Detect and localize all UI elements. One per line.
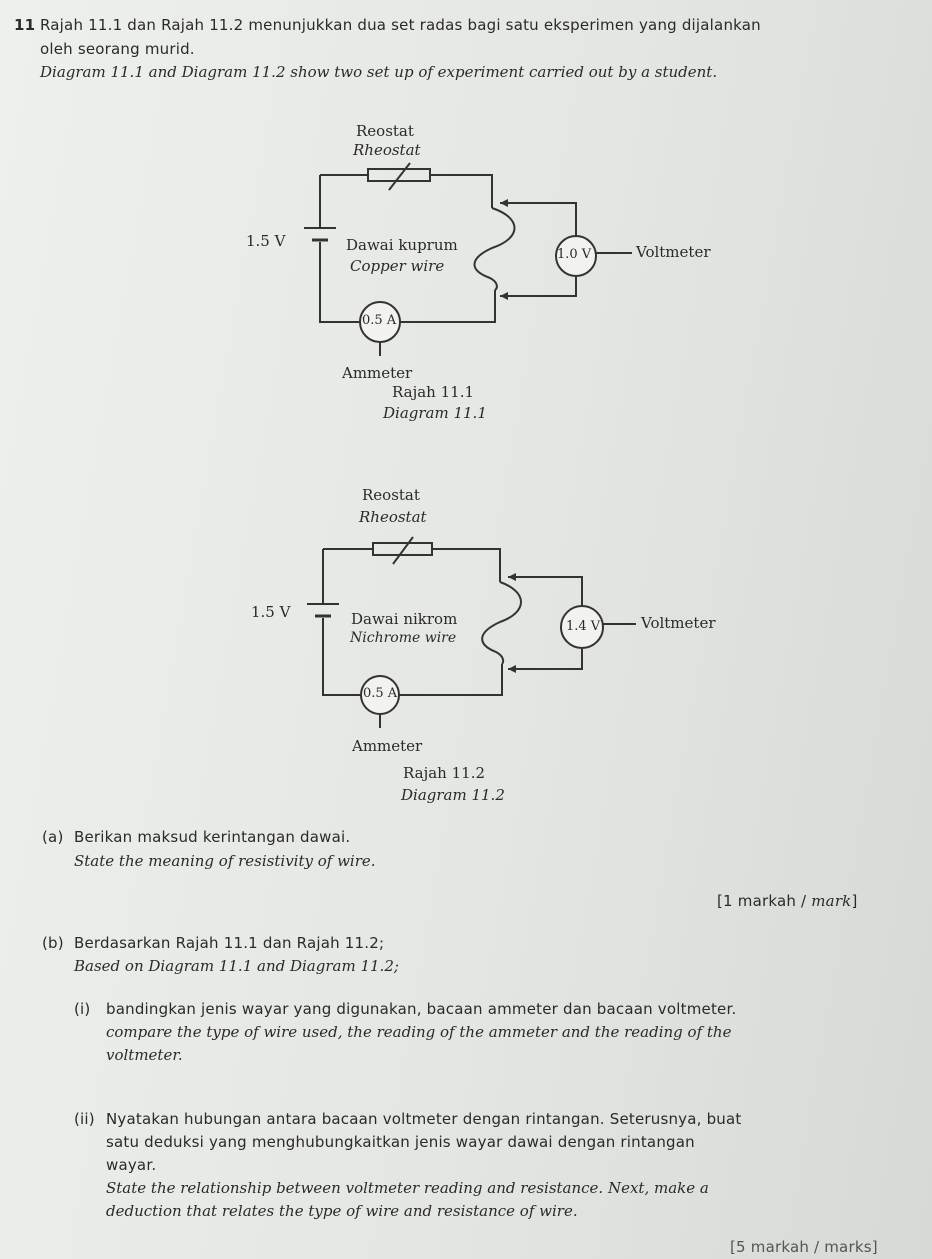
voltage-label: 1.5 V <box>251 603 291 621</box>
part-b-ii-ms-line-1: Nyatakan hubungan antara bacaan voltmete… <box>106 1110 742 1128</box>
ammeter-reading: 0.5 A <box>362 313 397 328</box>
copper-wire-coil <box>473 207 516 291</box>
question-number: 11 <box>14 16 36 34</box>
part-a-question-en: State the meaning of resistivity of wire… <box>74 852 376 870</box>
part-b-ii-label: (ii) <box>74 1110 95 1128</box>
caption-ms: Rajah 11.2 <box>403 764 486 782</box>
rheostat-label-ms: Reostat <box>362 486 420 504</box>
ammeter-reading: 0.5 A <box>363 686 398 701</box>
voltmeter-label: Voltmeter <box>641 614 716 632</box>
rheostat-symbol <box>367 168 431 182</box>
part-a-marks: [1 markah / mark] <box>717 892 858 910</box>
wire-label-en: Nichrome wire <box>350 630 457 646</box>
rheostat-label-ms: Reostat <box>356 122 414 140</box>
voltmeter-symbol <box>555 235 597 277</box>
voltmeter-symbol <box>560 605 604 649</box>
nichrome-wire-coil <box>481 581 522 665</box>
wire-label-ms: Dawai nikrom <box>351 610 458 628</box>
caption-ms: Rajah 11.1 <box>392 383 475 401</box>
intro-ms-line-1: Rajah 11.1 dan Rajah 11.2 menunjukkan du… <box>40 16 761 34</box>
caption-en: Diagram 11.2 <box>401 786 505 804</box>
part-b-ii-ms-line-2: satu deduksi yang menghubungkaitkan jeni… <box>106 1133 695 1151</box>
part-b-ii-en-line-1: State the relationship between voltmeter… <box>106 1179 709 1197</box>
circuit-11-1 <box>304 162 632 356</box>
voltmeter-reading: 1.0 V <box>557 247 592 262</box>
wire-label-ms: Dawai kuprum <box>346 236 458 254</box>
part-b-i-en-line-1: compare the type of wire used, the readi… <box>106 1023 732 1041</box>
part-a-question-ms: Berikan maksud kerintangan dawai. <box>74 828 351 846</box>
caption-en: Diagram 11.1 <box>383 404 487 422</box>
wire-label-en: Copper wire <box>350 257 445 275</box>
intro-en: Diagram 11.1 and Diagram 11.2 show two s… <box>40 63 718 81</box>
part-b-i-ms: bandingkan jenis wayar yang digunakan, b… <box>106 1000 737 1018</box>
part-a-label: (a) <box>42 828 64 846</box>
circuit-11-2 <box>307 536 636 728</box>
rheostat-slider-arrow <box>392 536 414 565</box>
rheostat-label-en: Rheostat <box>359 508 427 526</box>
part-b-i-label: (i) <box>74 1000 91 1018</box>
ammeter-label: Ammeter <box>342 364 413 382</box>
ammeter-label: Ammeter <box>352 737 423 755</box>
voltmeter-label: Voltmeter <box>636 243 711 261</box>
intro-ms-line-2: oleh seorang murid. <box>40 40 195 58</box>
part-b-i-en-line-2: voltmeter. <box>106 1046 183 1064</box>
part-b-label: (b) <box>42 934 64 952</box>
voltage-label: 1.5 V <box>246 232 286 250</box>
rheostat-slider-arrow <box>388 162 411 191</box>
rheostat-label-en: Rheostat <box>353 141 421 159</box>
part-b-intro-en: Based on Diagram 11.1 and Diagram 11.2; <box>74 957 399 975</box>
voltmeter-reading: 1.4 V <box>566 619 601 634</box>
rheostat-symbol <box>372 542 433 556</box>
part-b-marks: [5 markah / marks] <box>730 1238 878 1256</box>
part-b-intro-ms: Berdasarkan Rajah 11.1 dan Rajah 11.2; <box>74 934 385 952</box>
part-b-ii-ms-line-3: wayar. <box>106 1156 157 1174</box>
part-b-ii-en-line-2: deduction that relates the type of wire … <box>106 1202 578 1220</box>
